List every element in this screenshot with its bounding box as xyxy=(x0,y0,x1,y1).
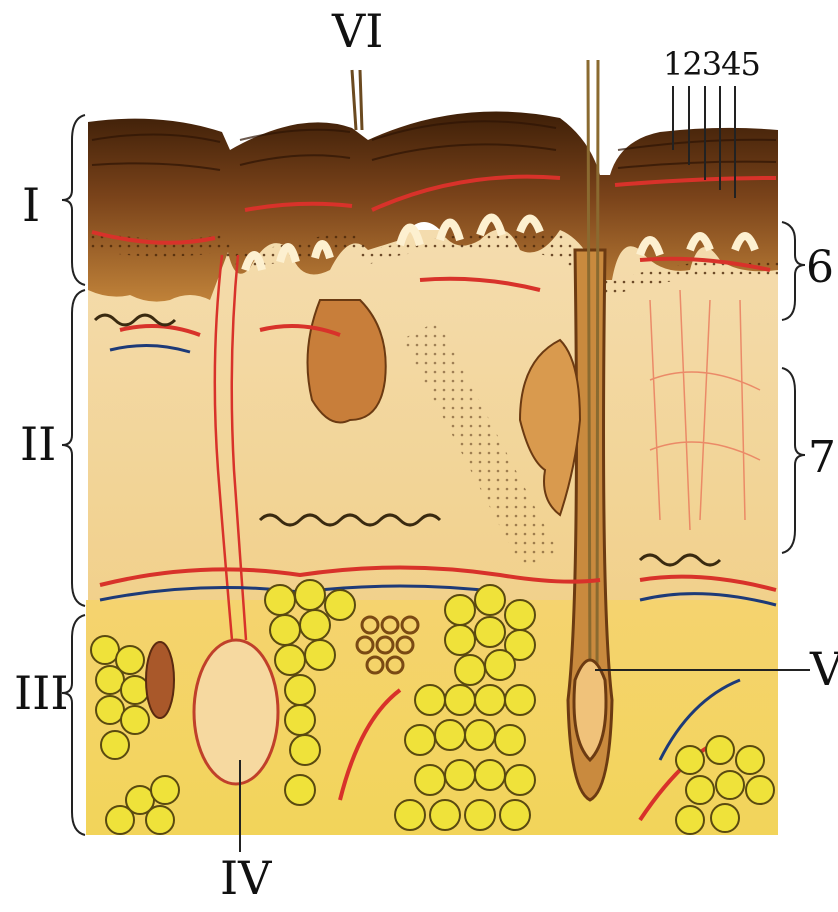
label-v: V xyxy=(810,646,838,692)
label-7: 7 xyxy=(808,436,836,480)
bracket-i xyxy=(62,115,85,285)
bracket-iii xyxy=(62,615,85,835)
bracket-ii xyxy=(62,290,85,606)
lamellar-body xyxy=(146,642,174,718)
label-i: I xyxy=(22,182,40,228)
bracket-7 xyxy=(782,368,805,553)
sweat-gland-coil xyxy=(194,640,278,784)
label-ii: II xyxy=(20,421,56,467)
label-6: 6 xyxy=(806,246,834,290)
sebaceous-gland-left xyxy=(308,300,386,423)
bracket-6 xyxy=(782,222,805,320)
label-iv: IV xyxy=(220,855,271,901)
hypodermis-layer xyxy=(86,600,778,835)
label-vi: VI xyxy=(332,8,383,54)
label-iii: III xyxy=(14,670,69,716)
label-top-numbers: 12345 xyxy=(663,48,760,80)
hair-shaft-vi xyxy=(352,70,362,130)
